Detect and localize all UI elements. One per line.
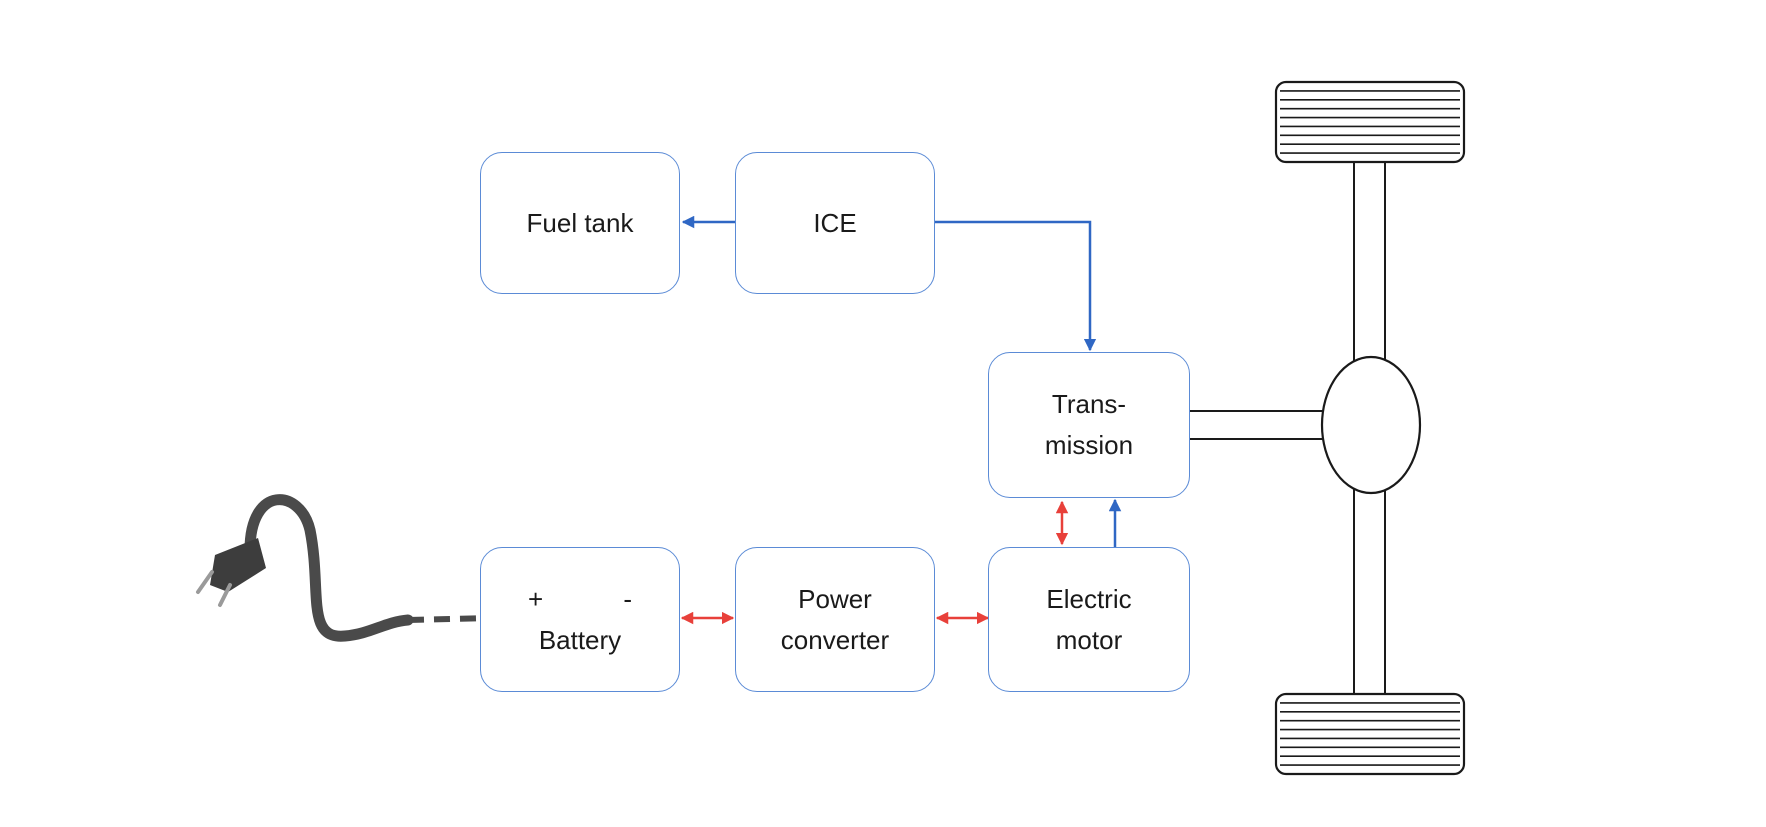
electric-motor-box: Electric motor	[988, 547, 1190, 692]
ice-to-transmission-arrow	[935, 220, 1097, 352]
battery-box: + - Battery	[480, 547, 680, 692]
battery-plus-terminal: +	[528, 583, 544, 614]
power-plug-icon	[196, 494, 491, 642]
fuel-tank-box: Fuel tank	[480, 152, 680, 294]
battery-minus-terminal: -	[623, 583, 632, 614]
electric-motor-label-line2: motor	[1055, 624, 1123, 655]
transmission-label-line1: Trans-	[1051, 389, 1127, 419]
power-converter-label-line1: Power	[798, 583, 872, 614]
fuel-tank-label: Fuel tank	[526, 207, 634, 238]
differential-icon	[1320, 355, 1422, 495]
ice-label: ICE	[813, 207, 857, 238]
drivetrain	[1190, 160, 1386, 694]
wheel-icon	[1274, 692, 1466, 776]
wheel-icon	[1274, 80, 1466, 164]
transmission-box: Trans- mission	[988, 352, 1190, 498]
transmission-label-line2: mission	[1044, 430, 1134, 460]
power-converter-box: Power converter	[735, 547, 935, 692]
electric-motor-label-line1: Electric	[1046, 583, 1132, 614]
ice-box: ICE	[735, 152, 935, 294]
battery-label: Battery	[538, 624, 622, 655]
power-converter-label-line2: converter	[780, 624, 890, 655]
